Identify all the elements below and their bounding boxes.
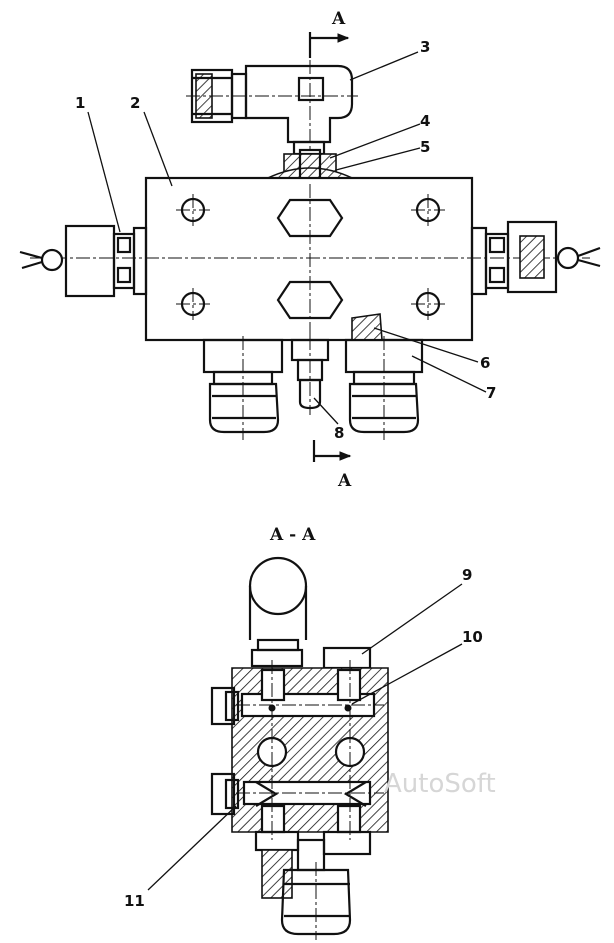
section-coil — [248, 556, 372, 670]
left-plugs — [210, 686, 240, 816]
section-view: A - A — [124, 525, 496, 940]
section-cut-bottom — [312, 440, 352, 462]
callout-8: 8 — [334, 424, 344, 442]
tee-fitting — [186, 60, 358, 156]
callout-2: 2 — [130, 94, 140, 112]
callout-5: 5 — [420, 138, 430, 156]
top-view: A — [19, 9, 601, 491]
callout-11: 11 — [124, 892, 145, 910]
callout-3: 3 — [420, 38, 430, 56]
bottom-fittings — [202, 313, 424, 440]
callout-9: 9 — [462, 566, 472, 584]
callout-4: 4 — [420, 112, 430, 130]
callout-10: 10 — [462, 628, 483, 646]
section-mark-bottom: A — [337, 471, 352, 491]
section-block — [231, 660, 389, 840]
callout-6: 6 — [480, 354, 490, 372]
left-solenoid — [19, 224, 148, 298]
section-mark-top: A — [331, 9, 346, 29]
callout-1: 1 — [75, 94, 85, 112]
section-bottom-fittings — [254, 830, 372, 940]
watermark: AutoSoft — [384, 769, 496, 799]
section-cut-top — [308, 32, 350, 58]
seal-adapter — [267, 148, 353, 182]
callout-7: 7 — [486, 384, 496, 402]
right-solenoid — [470, 220, 601, 296]
section-title: A - A — [269, 525, 316, 545]
